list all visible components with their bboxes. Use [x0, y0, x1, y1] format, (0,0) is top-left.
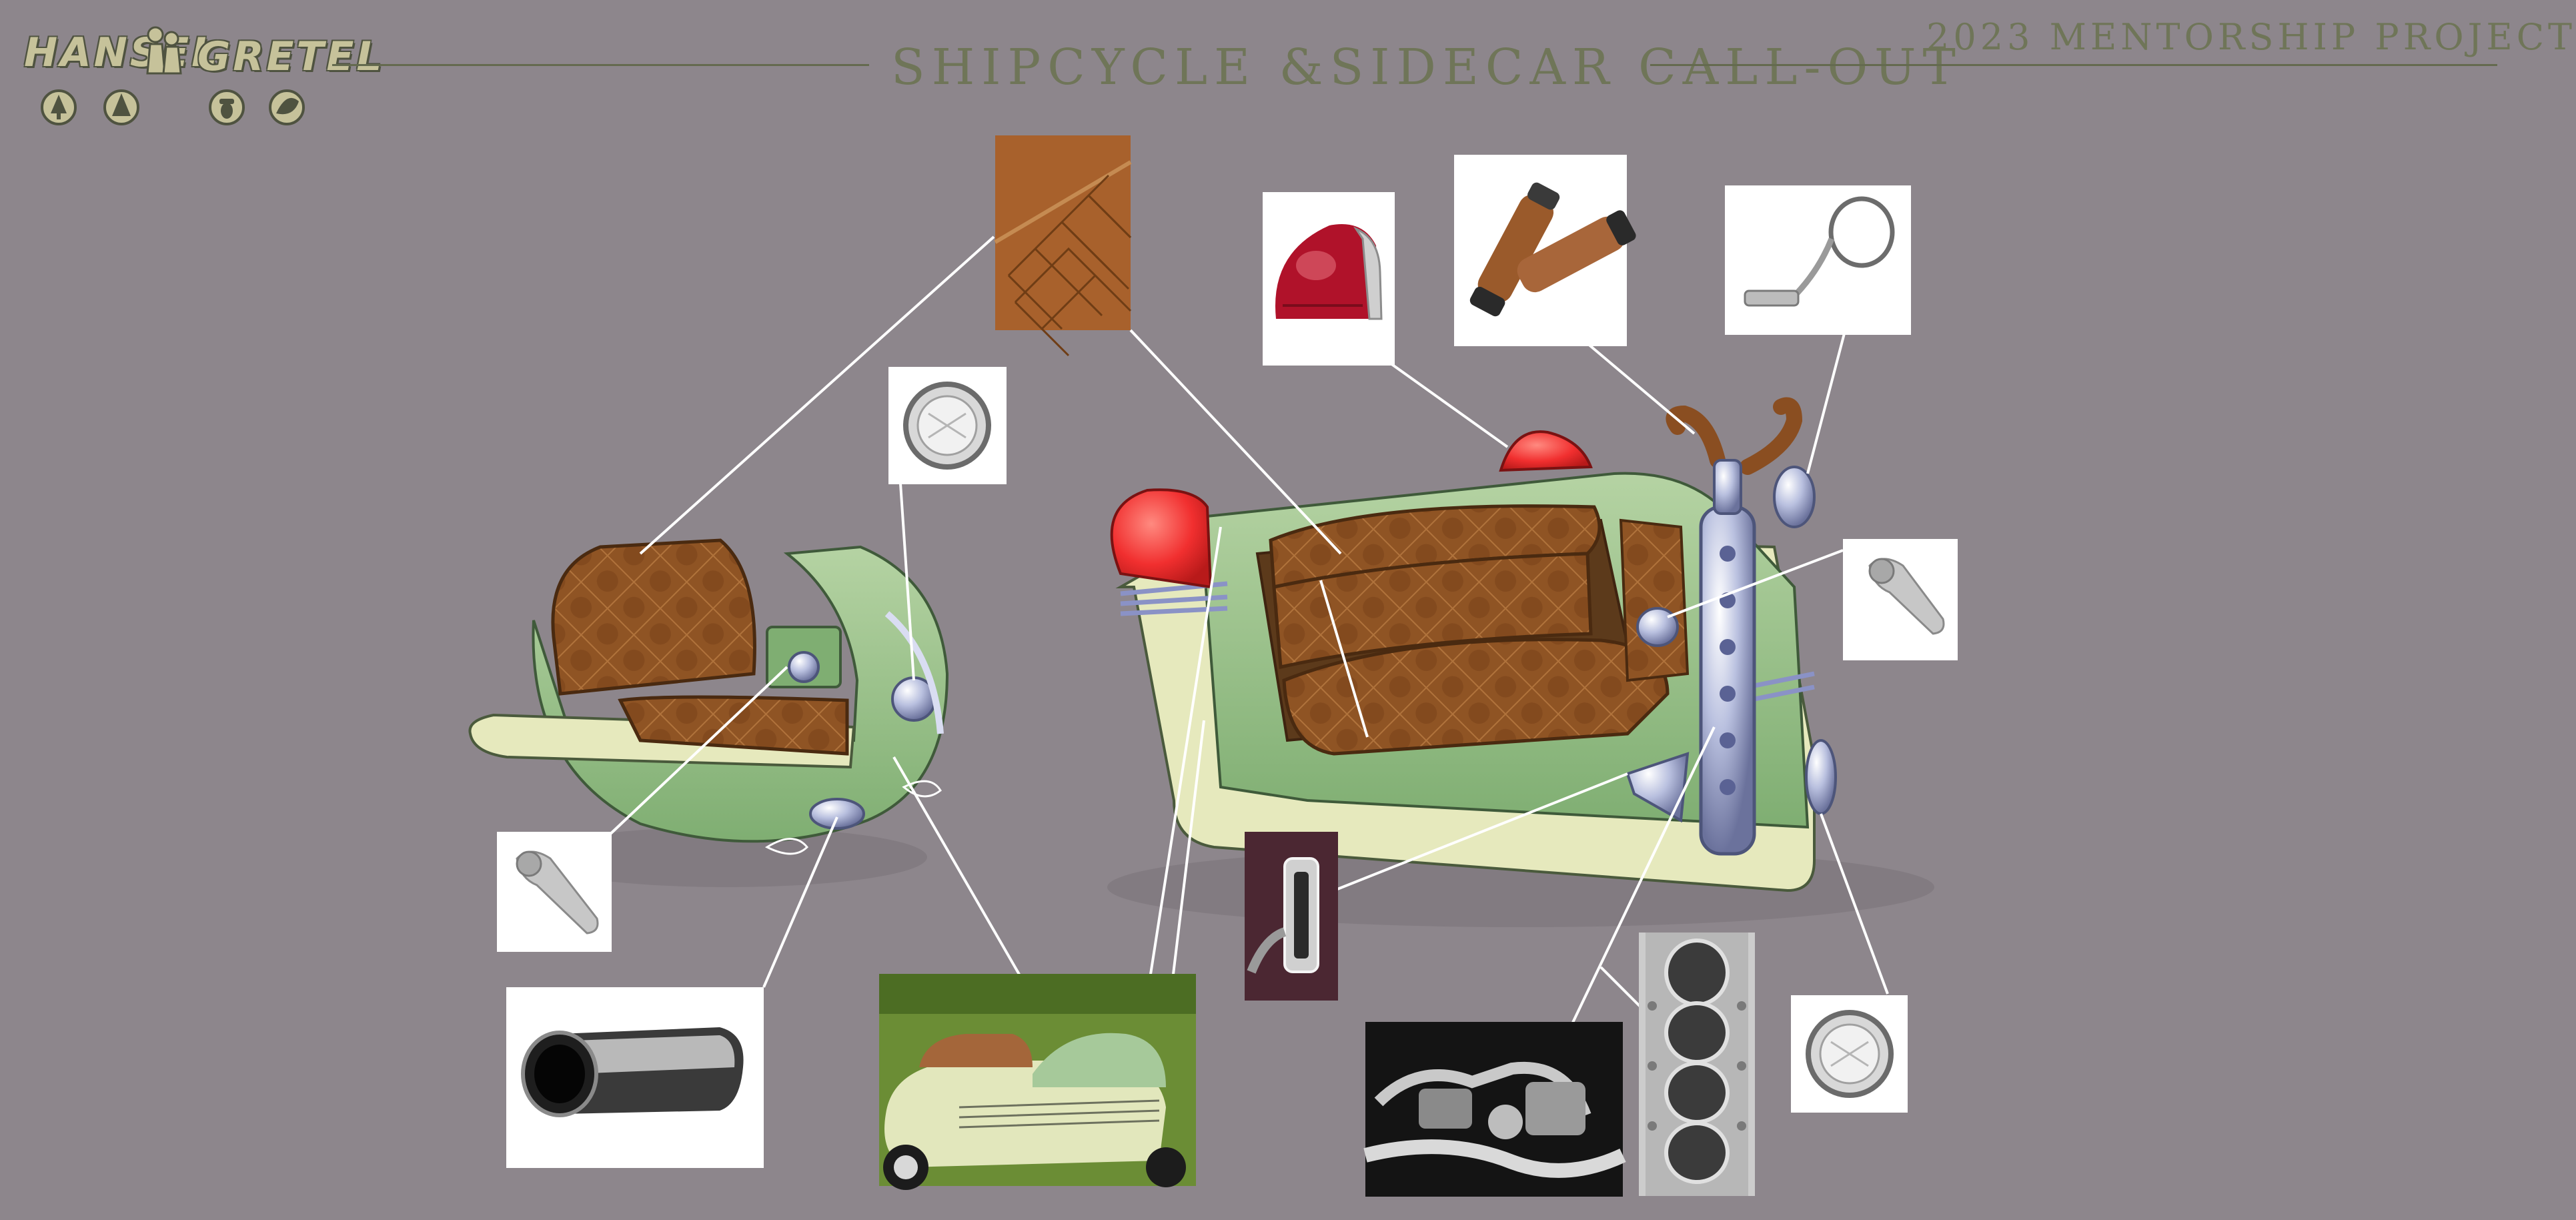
project-label: 2023 MENTORSHIP PROJECT [1926, 16, 2576, 58]
lever-icon [1868, 558, 1945, 635]
quilted-leather-swatch [994, 135, 1132, 357]
forest-icon [103, 89, 139, 125]
header-rule-left [332, 64, 869, 66]
engine-chrome-photo [1363, 1022, 1626, 1197]
header-rule-right [1650, 64, 2497, 66]
exhaust-tip-photo [506, 987, 764, 1168]
children-silhouette-icon [146, 26, 182, 75]
mirror-icon [1744, 196, 1895, 307]
sidecar-right-illustration [1107, 397, 1934, 927]
exhaust-icon [521, 1027, 744, 1117]
engine-icon [1363, 1022, 1626, 1197]
sidecar-left-illustration [468, 538, 949, 887]
sidecar-vehicle-photo [879, 974, 1196, 1190]
logo-hansel: HANSEL [24, 29, 220, 76]
headlight-photo-bottom [1791, 995, 1908, 1113]
cylinder-icon [1639, 933, 1755, 1196]
tree-icon [41, 89, 77, 125]
headlight-icon [903, 382, 991, 470]
lever-icon [516, 850, 599, 935]
cylinder-block-photo [1639, 933, 1755, 1196]
logo-badges [41, 89, 305, 125]
round-mirror-photo [1725, 185, 1911, 335]
leather-grips-photo [1454, 155, 1636, 346]
pedal-icon [1245, 832, 1338, 1001]
vehicle-photo-art [879, 974, 1196, 1190]
headlight-icon [1806, 1010, 1894, 1098]
floor-pedal-photo [1245, 832, 1338, 1001]
lever-photo-right [1843, 539, 1958, 660]
logo-gretel: GRETEL [197, 33, 385, 80]
taillight-icon [1275, 224, 1383, 320]
acorn-icon [209, 89, 245, 125]
leaf-icon [269, 89, 305, 125]
page-title: SHIPCYCLE &SIDECAR CALL-OUT [891, 39, 1962, 96]
grips-icon [1469, 182, 1636, 317]
headlight-photo-top [888, 367, 1007, 484]
leather-texture [994, 135, 1132, 357]
lever-photo-left [497, 832, 612, 952]
taillight-photo [1263, 192, 1395, 366]
